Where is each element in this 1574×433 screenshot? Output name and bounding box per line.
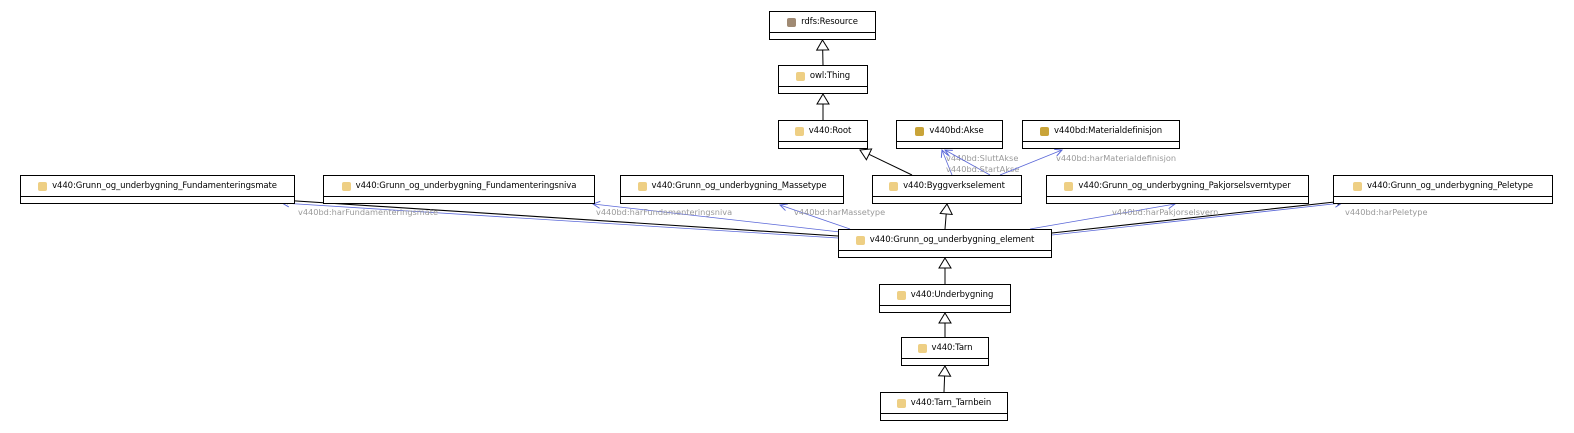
property-label: v440bd:harFundamenteringsmate <box>298 207 438 217</box>
class-node-header: v440:Grunn_og_underbygning_Pakjorselsver… <box>1047 176 1308 197</box>
property-label: v440bd:harFundamenteringsniva <box>596 207 732 217</box>
class-node-header: v440bd:Materialdefinisjon <box>1023 121 1179 142</box>
class-node-byggverkselement[interactable]: v440:Byggverkselement <box>872 175 1022 204</box>
class-icon <box>38 181 48 191</box>
property-arrow-massetype <box>778 203 788 211</box>
subclass-edge-element-byggverkselement <box>944 213 947 230</box>
class-node-header: v440:Grunn_og_underbygning_Fundamenterin… <box>324 176 594 197</box>
class-node-fundamenteringsniva[interactable]: v440:Grunn_og_underbygning_Fundamenterin… <box>323 175 595 204</box>
property-label: v440bd:SluttAkse <box>946 153 1018 163</box>
class-node-rdfs-resource[interactable]: rdfs:Resource <box>769 11 876 40</box>
class-node-label: v440:Underbygning <box>910 290 994 300</box>
property-edge-pakjorselsverntyper <box>1029 203 1176 230</box>
class-icon <box>917 343 927 353</box>
class-node-label: rdfs:Resource <box>801 17 858 27</box>
class-node-label: v440:Grunn_og_underbygning_Massetype <box>651 181 827 191</box>
class-icon <box>795 71 805 81</box>
property-label: v440bd:harMaterialdefinisjon <box>1056 153 1176 163</box>
class-icon <box>896 290 906 300</box>
class-node-materialdefinisjon[interactable]: v440bd:Materialdefinisjon <box>1022 120 1180 149</box>
class-node-tarn[interactable]: v440:Tarn <box>901 337 989 366</box>
class-icon <box>637 181 647 191</box>
property-label: v440bd:StartAkse <box>946 164 1019 174</box>
property-label: v440bd:harPeletype <box>1345 207 1427 217</box>
property-edge-akse <box>944 149 991 176</box>
subclass-arrowhead-owl_thing-rdfs_resource <box>815 39 830 51</box>
class-icon <box>1064 181 1074 191</box>
class-icon <box>794 126 804 136</box>
subclass-arrowhead-tarn_tarnbein-tarn <box>937 365 952 377</box>
class-icon <box>1039 126 1049 136</box>
class-node-label: v440:Grunn_og_underbygning_element <box>869 235 1035 245</box>
class-node-header: v440:Root <box>779 121 867 142</box>
property-label: v440bd:harMassetype <box>794 207 885 217</box>
class-node-label: owl:Thing <box>809 71 851 81</box>
class-node-header: v440:Grunn_og_underbygning_element <box>839 230 1051 251</box>
class-icon <box>1352 181 1362 191</box>
class-node-header: v440:Tarn_Tarnbein <box>881 393 1007 414</box>
class-icon <box>855 235 865 245</box>
class-node-label: v440:Tarn_Tarnbein <box>910 398 992 408</box>
class-node-label: v440bd:Akse <box>929 126 984 136</box>
property-edge-fundamenteringsmate <box>281 202 839 239</box>
class-icon <box>889 181 899 191</box>
class-node-label: v440:Grunn_og_underbygning_Fundamenterin… <box>52 181 277 191</box>
class-node-pakjorselsverntyper[interactable]: v440:Grunn_og_underbygning_Pakjorselsver… <box>1046 175 1309 204</box>
class-node-root[interactable]: v440:Root <box>778 120 868 149</box>
property-edge-peletype <box>1051 202 1343 236</box>
property-edge-materialdefinisjon <box>999 149 1063 176</box>
class-node-header: rdfs:Resource <box>770 12 875 33</box>
class-node-header: v440bd:Akse <box>897 121 1002 142</box>
class-node-header: owl:Thing <box>779 66 867 87</box>
class-node-akse[interactable]: v440bd:Akse <box>896 120 1003 149</box>
class-node-header: v440:Grunn_og_underbygning_Massetype <box>621 176 843 197</box>
class-node-label: v440:Byggverkselement <box>903 181 1005 191</box>
property-arrow-fundamenteringsniva <box>591 200 601 209</box>
class-icon <box>915 126 925 136</box>
subclass-arrowhead-underbygning-element <box>938 257 952 269</box>
class-node-label: v440bd:Materialdefinisjon <box>1053 126 1163 136</box>
class-node-peletype[interactable]: v440:Grunn_og_underbygning_Peletype <box>1333 175 1553 204</box>
property-edge-fundamenteringsniva <box>592 203 841 233</box>
property-label: v440bd:harPakjorselsvern <box>1112 207 1218 217</box>
subclass-arrowhead-root-owl_thing <box>816 93 830 105</box>
property-arrow-akse <box>944 149 953 157</box>
property-edge-akse <box>941 149 953 176</box>
subclass-edge-byggverkselement-root <box>868 153 913 176</box>
class-node-label: v440:Grunn_og_underbygning_Peletype <box>1366 181 1534 191</box>
association-line-fundamenteringsmate <box>280 199 839 237</box>
class-node-header: v440:Grunn_og_underbygning_Peletype <box>1334 176 1552 197</box>
class-node-label: v440:Grunn_og_underbygning_Pakjorselsver… <box>1078 181 1291 191</box>
class-node-header: v440:Tarn <box>902 338 988 359</box>
class-node-header: v440:Byggverkselement <box>873 176 1021 197</box>
subclass-arrowhead-tarn-underbygning <box>938 312 952 324</box>
class-node-header: v440:Grunn_og_underbygning_Fundamenterin… <box>21 176 294 197</box>
resource-icon <box>787 17 797 27</box>
class-node-label: v440:Tarn <box>931 343 973 353</box>
class-node-fundamenteringsmate[interactable]: v440:Grunn_og_underbygning_Fundamenterin… <box>20 175 295 204</box>
class-icon <box>341 181 351 191</box>
class-node-underbygning[interactable]: v440:Underbygning <box>879 284 1011 313</box>
class-node-element[interactable]: v440:Grunn_og_underbygning_element <box>838 229 1052 258</box>
subclass-arrowhead-element-byggverkselement <box>939 203 954 216</box>
class-node-tarn-tarnbein[interactable]: v440:Tarn_Tarnbein <box>880 392 1008 421</box>
property-arrow-materialdefinisjon <box>1054 148 1064 157</box>
class-icon <box>896 398 906 408</box>
property-arrow-akse <box>940 148 949 158</box>
class-node-massetype[interactable]: v440:Grunn_og_underbygning_Massetype <box>620 175 844 204</box>
class-node-label: v440:Grunn_og_underbygning_Fundamenterin… <box>355 181 577 191</box>
subclass-edge-tarn_tarnbein-tarn <box>943 375 946 393</box>
class-node-header: v440:Underbygning <box>880 285 1010 306</box>
association-line-peletype <box>1051 200 1345 234</box>
property-edge-massetype <box>779 204 851 230</box>
class-node-label: v440:Root <box>808 126 852 136</box>
class-node-owl-thing[interactable]: owl:Thing <box>778 65 868 94</box>
